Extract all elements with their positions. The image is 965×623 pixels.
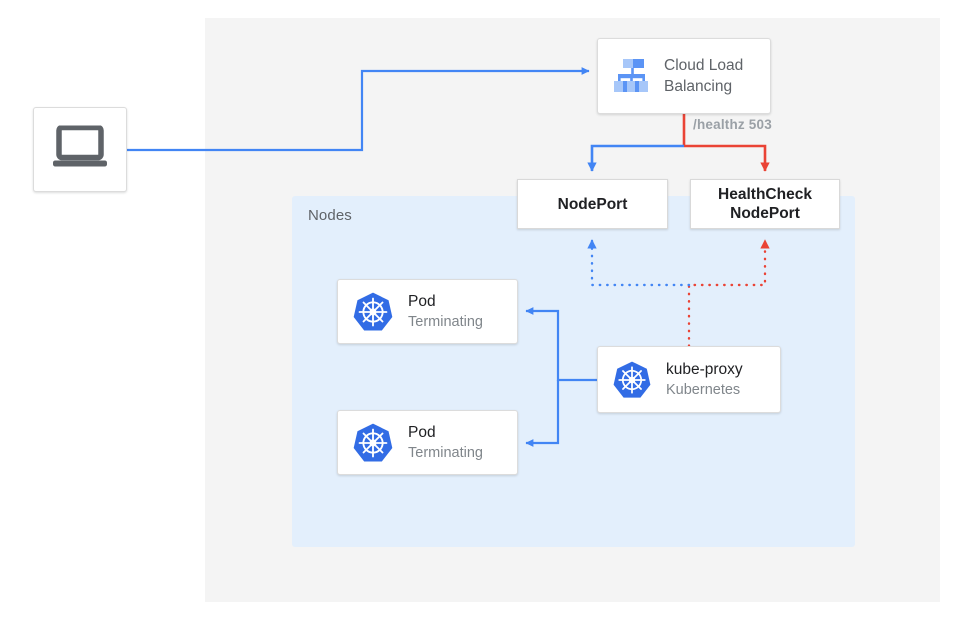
pod-text-2: Pod Terminating <box>408 423 483 463</box>
cloud-load-balancing-label: Cloud Load Balancing <box>664 55 743 97</box>
hc-label-line1: HealthCheck <box>718 186 812 203</box>
kubernetes-icon <box>352 291 394 333</box>
laptop-icon <box>51 124 109 174</box>
pod-text-1: Pod Terminating <box>408 292 483 332</box>
healthz-edge-label: /healthz 503 <box>693 117 772 132</box>
pod-status-1: Terminating <box>408 313 483 330</box>
pod-node-2[interactable]: Pod Terminating <box>337 410 518 475</box>
kube-proxy-subtitle: Kubernetes <box>666 381 741 398</box>
pod-title-2: Pod <box>408 423 436 441</box>
kube-proxy-node[interactable]: kube-proxy Kubernetes <box>597 346 781 413</box>
client-node[interactable] <box>33 107 127 192</box>
clb-label-line2: Balancing <box>664 78 733 95</box>
kube-proxy-text: kube-proxy Kubernetes <box>666 360 743 400</box>
nodeport-label: NodePort <box>557 195 628 213</box>
kube-proxy-title: kube-proxy <box>666 360 743 378</box>
hc-label-line2: NodePort <box>730 205 800 222</box>
kubernetes-icon <box>352 422 394 464</box>
nodes-panel-label: Nodes <box>308 207 352 224</box>
pod-node-1[interactable]: Pod Terminating <box>337 279 518 344</box>
healthcheck-nodeport-label: HealthCheck NodePort <box>718 185 812 223</box>
pod-status-2: Terminating <box>408 444 483 461</box>
healthcheck-nodeport-node[interactable]: HealthCheck NodePort <box>690 179 840 229</box>
pod-title-1: Pod <box>408 292 436 310</box>
kubernetes-icon <box>612 360 652 400</box>
cloud-load-balancing-node[interactable]: Cloud Load Balancing <box>597 38 771 114</box>
clb-label-line1: Cloud Load <box>664 57 744 74</box>
nodeport-node[interactable]: NodePort <box>517 179 668 229</box>
cloud-load-balancing-icon <box>608 53 654 99</box>
